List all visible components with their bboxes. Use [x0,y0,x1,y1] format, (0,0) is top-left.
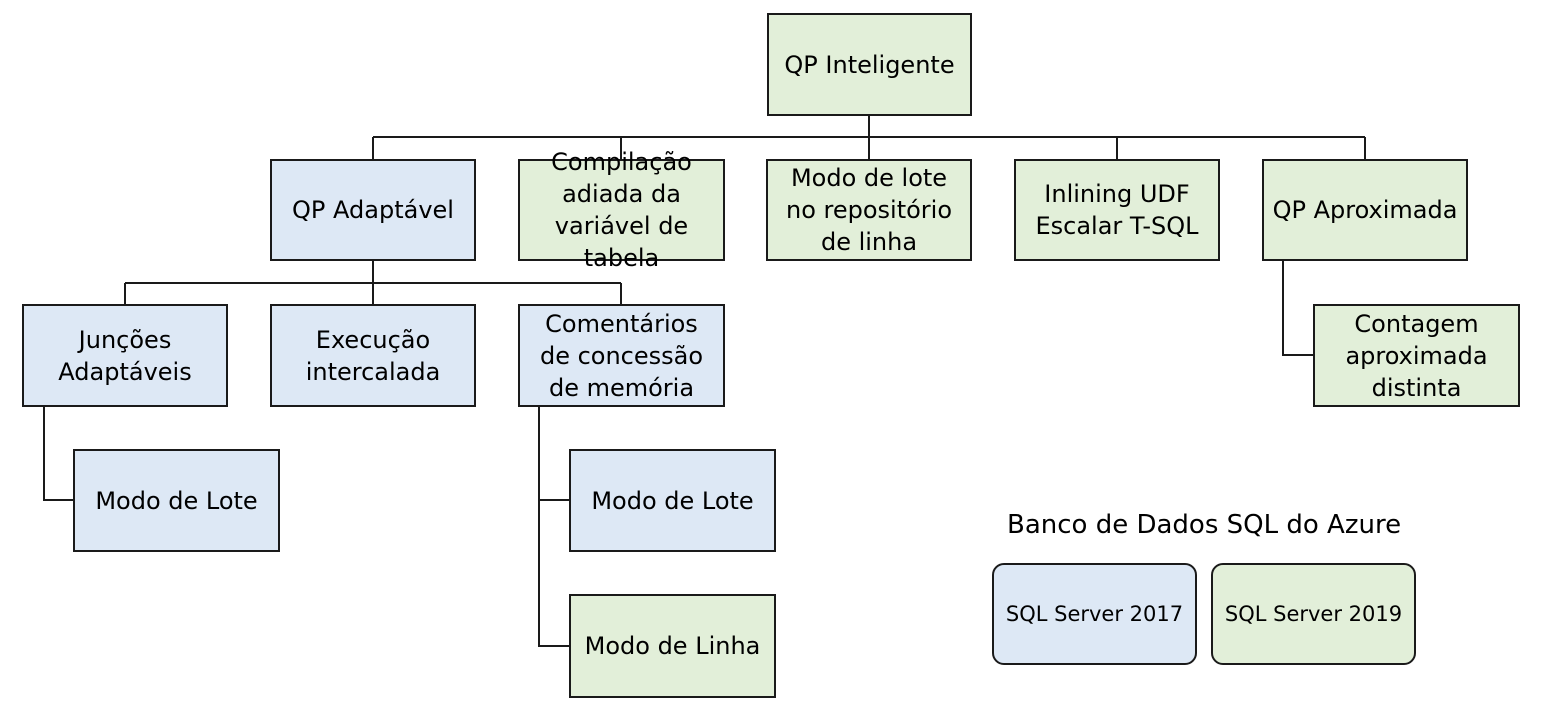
node-juncoes-modo-lote: Modo de Lote [73,449,280,552]
legend-label: SQL Server 2017 [1005,602,1184,626]
node-qp-inteligente: QP Inteligente [767,13,972,116]
legend-label: SQL Server 2019 [1224,602,1403,626]
node-label: Modo de lote no repositório de linha [785,164,953,256]
node-label: QP Adaptável [292,196,454,224]
connector-approx-count [1282,261,1314,356]
node-inlining-udf: Inlining UDF Escalar T-SQL [1014,159,1220,261]
node-concessao-modo-lote: Modo de Lote [569,449,776,552]
node-contagem-aproximada: Contagem aproximada distinta [1313,304,1520,407]
legend-sql-server-2019: SQL Server 2019 [1211,563,1416,665]
node-label: QP Inteligente [784,50,955,79]
node-label: QP Aproximada [1272,196,1458,224]
legend-title: Banco de Dados SQL do Azure [1007,510,1402,540]
node-modo-lote-repositorio: Modo de lote no repositório de linha [766,159,972,261]
node-juncoes-adaptaveis: Junções Adaptáveis [22,304,228,407]
node-label: Modo de Linha [584,632,761,660]
node-label: Inlining UDF Escalar T-SQL [1035,180,1199,240]
node-comentarios-concessao: Comentários de concessão de memória [518,304,725,407]
node-label: Execução intercalada [305,325,441,386]
node-label: Junções Adaptáveis [58,325,192,386]
connector-joins-batch [43,407,74,501]
connector-mg-children [538,407,570,647]
node-concessao-modo-linha: Modo de Linha [569,594,776,698]
node-label: Comentários de concessão de memória [539,309,704,402]
node-qp-adaptavel: QP Adaptável [270,159,476,261]
node-label: Compilação adiada da variável de tabela [551,148,692,272]
node-compilacao-adiada: Compilação adiada da variável de tabela [518,148,725,272]
legend-sql-server-2017: SQL Server 2017 [992,563,1197,665]
node-label: Modo de Lote [95,486,258,515]
node-label: Modo de Lote [591,486,754,515]
node-execucao-intercalada: Execução intercalada [270,304,476,407]
node-qp-aproximada: QP Aproximada [1262,159,1468,261]
node-label: Contagem aproximada distinta [1345,309,1488,402]
